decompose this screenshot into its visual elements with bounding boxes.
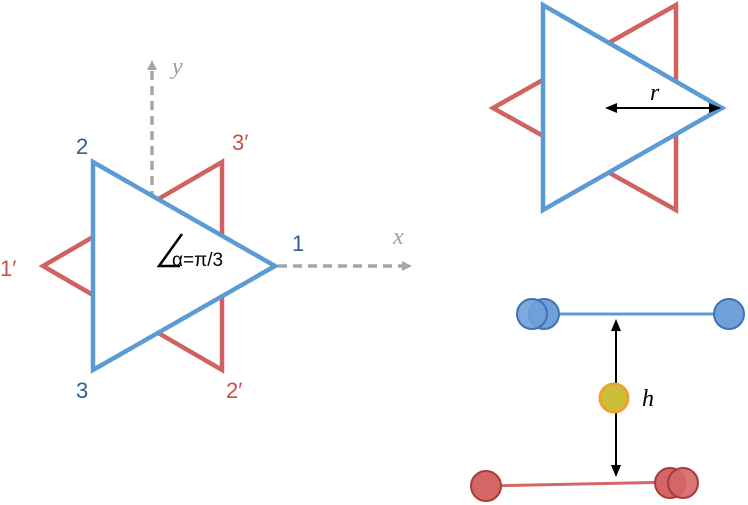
y-axis-label: y: [170, 54, 183, 80]
blue-triangle: [90, 158, 280, 374]
angle-label: α=π/3: [172, 250, 223, 271]
angle-marker: [156, 233, 184, 268]
right-bottom-diagram: h: [470, 298, 745, 502]
vertex-label-3-prime: 3′: [232, 130, 248, 155]
vertex-label-3: 3: [76, 378, 88, 403]
radius-label: r: [650, 80, 660, 106]
red-atom-right-front: [667, 467, 699, 499]
left-diagram: y x α=π/3 1 2 3 1′ 2′ 3′: [0, 54, 412, 403]
height-label: h: [642, 386, 654, 412]
red-atom-left: [470, 470, 502, 502]
red-bond: [485, 480, 681, 488]
vertex-label-2-prime: 2′: [226, 378, 242, 403]
x-axis-label: x: [392, 224, 404, 250]
vertex-label-1: 1: [292, 231, 304, 256]
blue-atom-right: [713, 298, 745, 330]
center-atom: [598, 382, 630, 414]
vertex-label-1-prime: 1′: [0, 256, 16, 281]
blue-atom-left-front: [516, 298, 548, 330]
vertex-label-2: 2: [76, 134, 88, 159]
right-top-diagram: r: [488, 1, 727, 214]
